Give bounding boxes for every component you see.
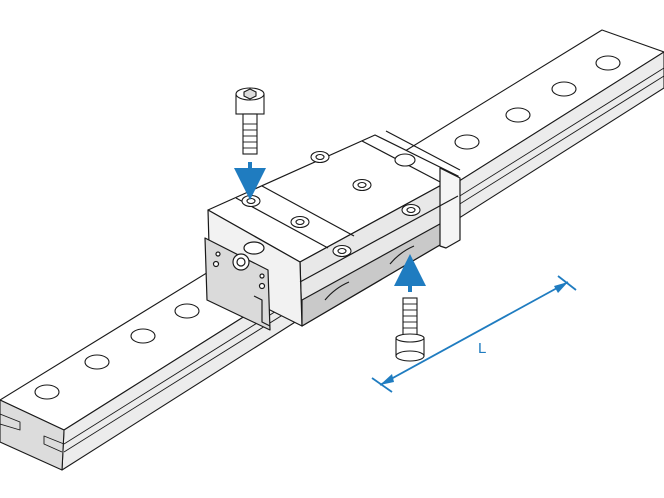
block-tap-hole	[315, 153, 325, 161]
block-top-divider	[261, 185, 355, 237]
mounting-bolt-top	[235, 87, 265, 155]
block-top-divider	[385, 130, 461, 171]
block-rail-lip	[253, 295, 271, 327]
block-side-edge	[299, 195, 459, 283]
bolt-thread	[243, 123, 257, 149]
mounting-bolt-bottom	[395, 297, 425, 362]
rail-end-groove-right	[43, 435, 65, 453]
dimension-arrow-start	[380, 374, 394, 385]
grease-nipple-inner	[236, 257, 246, 267]
rail-end-face	[0, 399, 65, 471]
bolt-thread	[403, 303, 417, 329]
block-tap-hole	[406, 206, 416, 214]
block-tap-hole	[357, 181, 367, 189]
block-side-groove	[324, 281, 350, 301]
dimension-label: L	[478, 340, 486, 357]
rail-hole	[84, 354, 110, 370]
carriage-block	[204, 130, 461, 331]
dimension-l	[371, 275, 577, 393]
rail-hole	[174, 303, 200, 319]
block-tap-hole	[337, 247, 347, 255]
rail-hole	[130, 328, 156, 344]
end-cap-hole	[243, 241, 265, 255]
dimension-arrow-end	[554, 282, 568, 293]
rail-end-groove	[0, 413, 21, 431]
block-end-cap	[439, 167, 461, 249]
block-tap-hole	[246, 197, 256, 205]
rail-hole	[595, 55, 621, 71]
rail-hole	[505, 107, 531, 123]
rail-hole	[551, 81, 577, 97]
end-seal-screw	[258, 282, 266, 290]
rail-hole	[454, 134, 480, 150]
dimension-line	[379, 281, 569, 386]
dimension-tick-start	[371, 377, 393, 393]
rail-hole	[34, 384, 60, 400]
end-seal-screw	[259, 273, 265, 279]
block-side-groove	[389, 245, 415, 265]
block-tap-hole	[295, 218, 305, 226]
end-seal-screw	[215, 251, 221, 257]
bolt-hex-socket	[243, 88, 257, 100]
bolt-head-top-edge	[395, 333, 425, 343]
end-seal-screw	[212, 260, 220, 268]
bolt-head-bottom	[395, 350, 425, 362]
rail-holes-rear	[454, 55, 621, 150]
block-holes	[241, 150, 421, 258]
block-end-cap-hole	[394, 153, 416, 167]
